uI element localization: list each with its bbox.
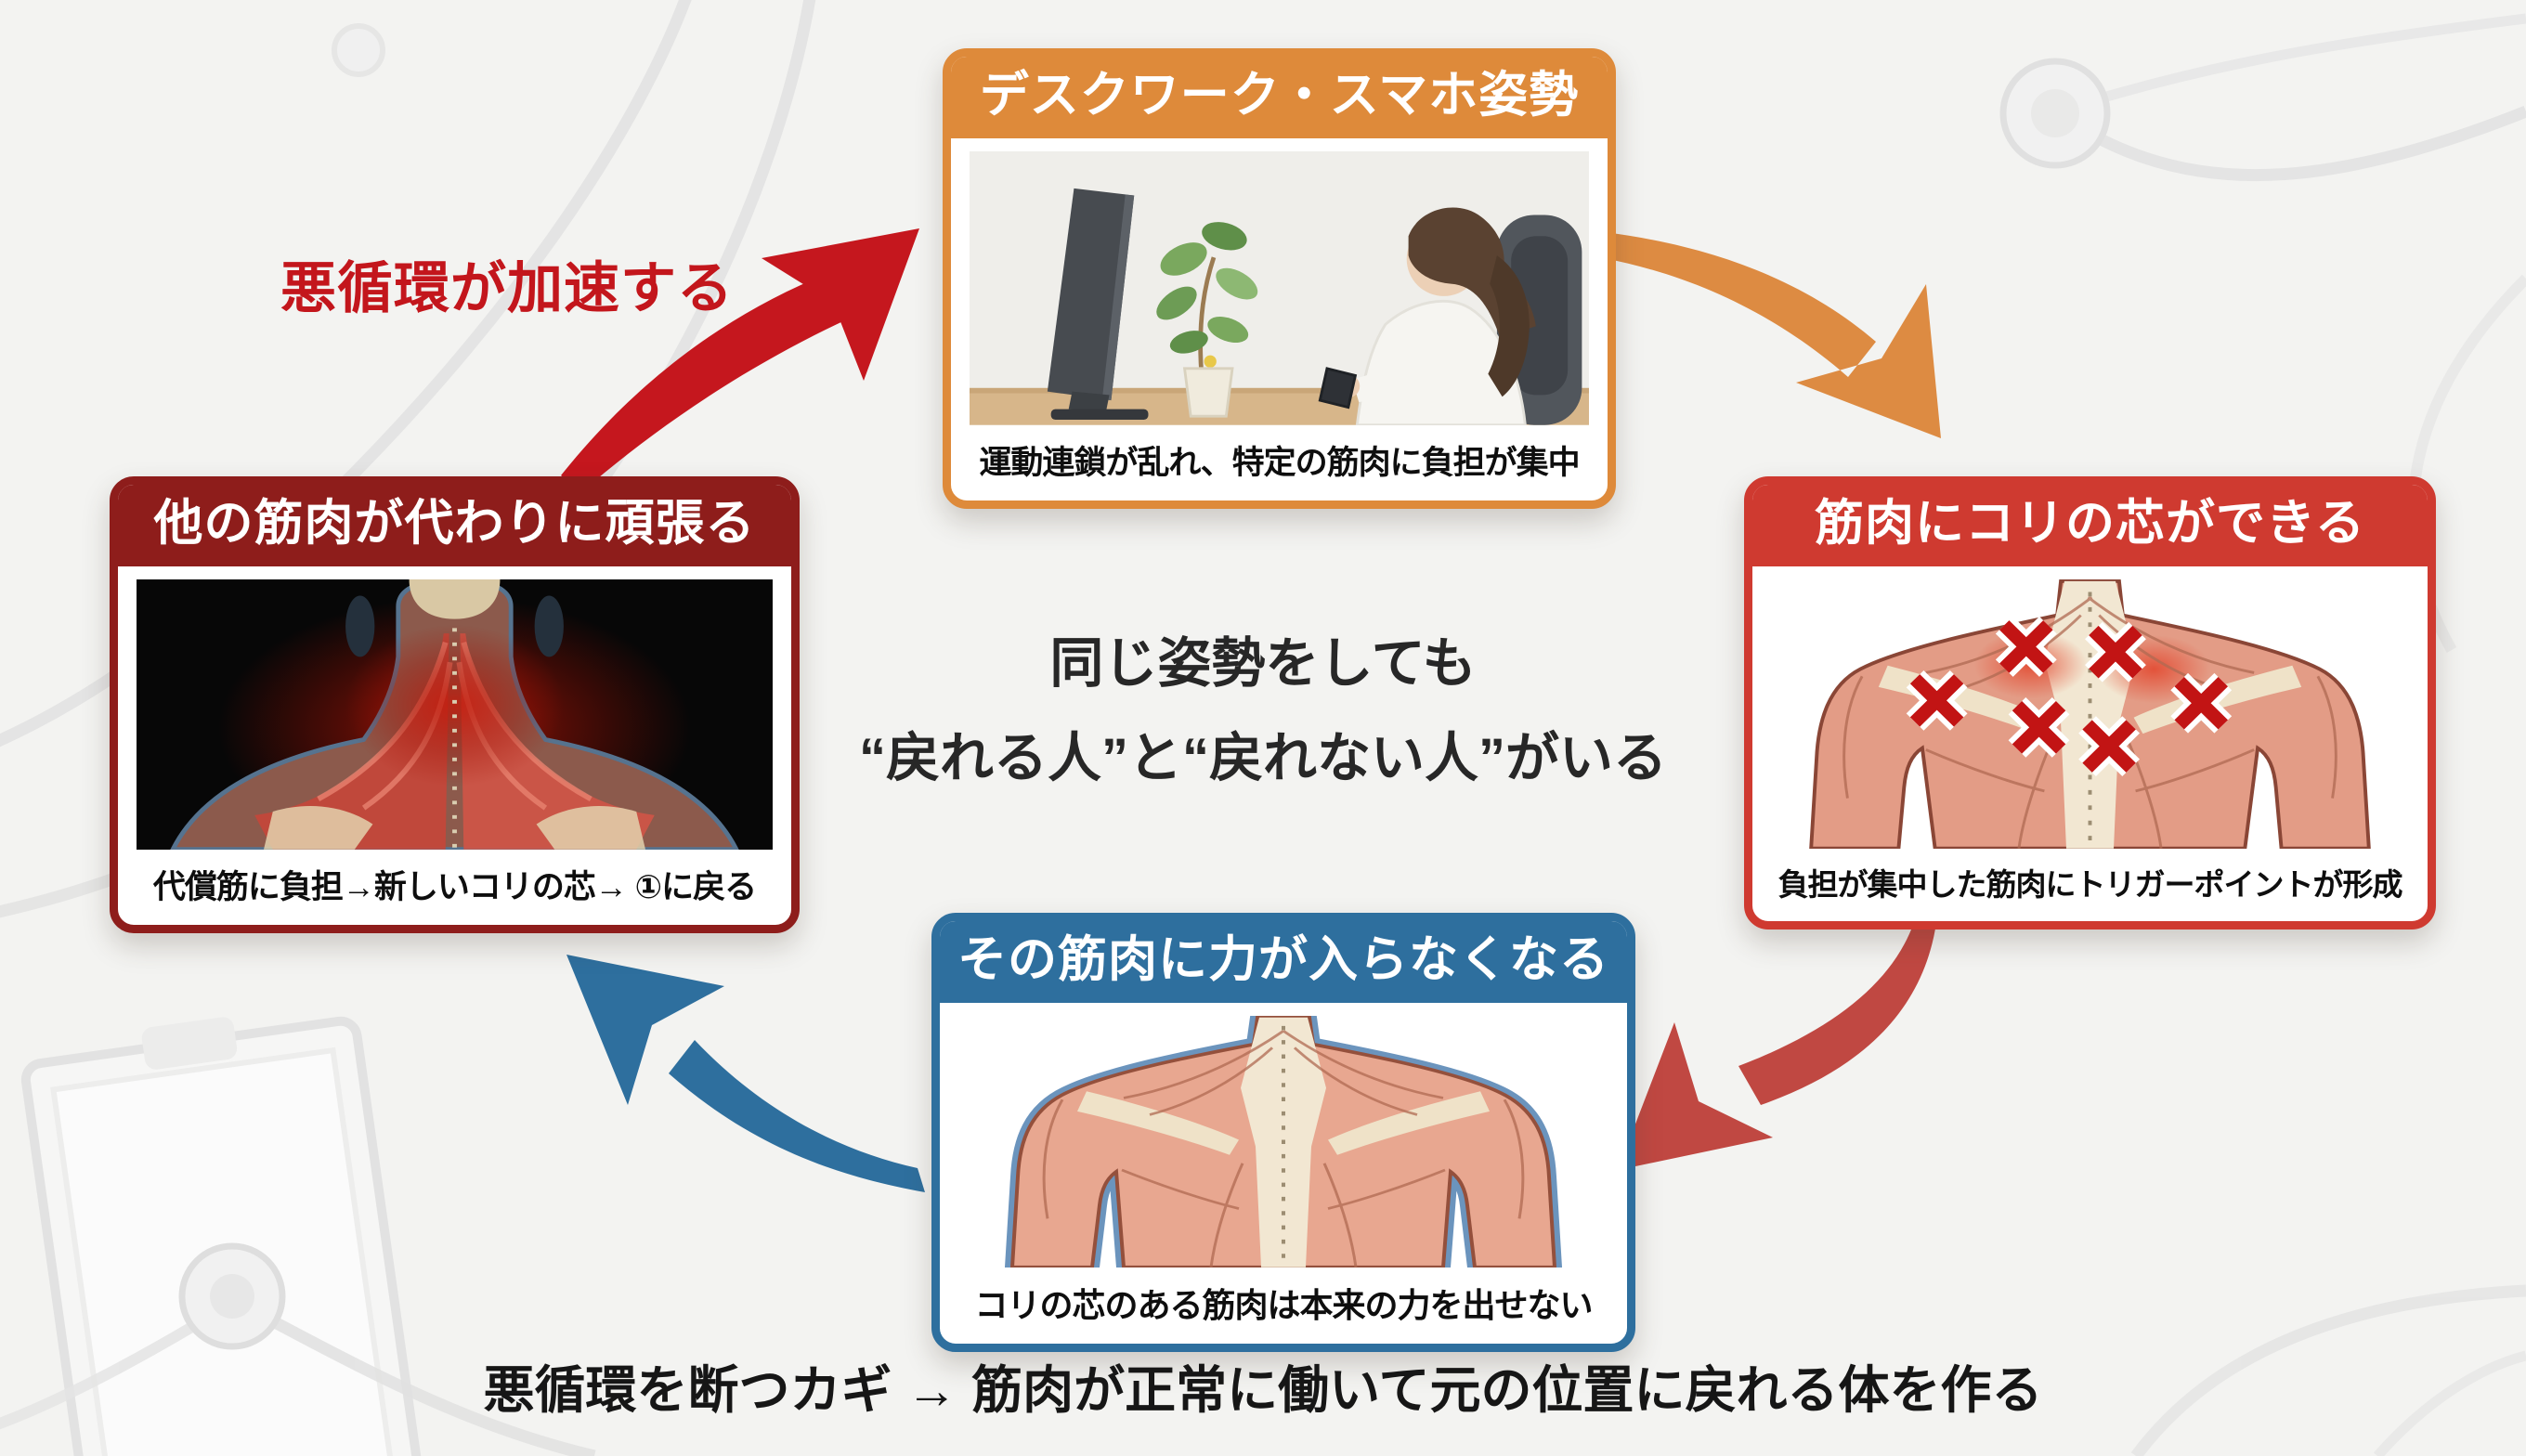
box-trigger-points: 筋肉にコリの芯ができる: [1744, 476, 2436, 930]
center-headline: 同じ姿勢をしても “戻れる人”と“戻れない人”がいる: [817, 617, 1709, 805]
arrow-bottom-to-left-icon: [566, 955, 925, 1192]
arrow-right-to-bottom-icon: [1618, 925, 1935, 1170]
box-compensation-caption: 代償筋に負担→新しいコリの芯→ ①に戻る: [152, 869, 757, 905]
arrow-top-to-right-icon: [1603, 232, 1941, 438]
box-trigger-points-header: 筋肉にコリの芯ができる: [1752, 485, 2428, 567]
back-muscles-trigger-points-illustration: [1771, 579, 2409, 849]
arrow-left-to-top-icon: [561, 228, 919, 492]
box-weak-muscle-header: その筋肉に力が入らなくなる: [940, 921, 1627, 1004]
stethoscope-bottom-left-icon: [0, 1242, 596, 1456]
box-desk-posture-header: デスクワーク・スマホ姿勢: [951, 57, 1608, 139]
bottom-key-note: 悪循環を断つカギ → 筋肉が正常に働いて元の位置に戻れる体を作る: [483, 1361, 2043, 1419]
box-compensation: 他の筋肉が代わりに頑張る: [110, 476, 800, 933]
box-compensation-title: 他の筋肉が代わりに頑張る: [153, 496, 756, 551]
box-desk-posture-title: デスクワーク・スマホ姿勢: [979, 68, 1580, 123]
box-trigger-points-caption: 負担が集中した筋肉にトリガーポイントが形成: [1777, 867, 2403, 902]
center-headline-line2: “戻れる人”と“戻れない人”がいる: [858, 727, 1667, 788]
box-weak-muscle: その筋肉に力が入らなくなる: [931, 913, 1635, 1352]
box-compensation-header: 他の筋肉が代わりに頑張る: [118, 485, 791, 567]
stethoscope-top-right-icon: [1999, 13, 2526, 653]
box-desk-posture: デスクワーク・スマホ姿勢: [943, 48, 1616, 509]
box-trigger-points-title: 筋肉にコリの芯ができる: [1815, 496, 2365, 551]
woman-desk-smartphone-photo: [970, 151, 1589, 425]
back-muscles-illustration: [958, 1016, 1608, 1268]
box-weak-muscle-caption: コリの芯のある筋肉は本来の力を出せない: [974, 1286, 1593, 1324]
box-desk-posture-caption: 運動連鎖が乱れ、特定の筋肉に負担が集中: [979, 445, 1580, 481]
cycle-accelerates-label: 悪循環が加速する: [280, 257, 734, 319]
neck-shoulder-overload-3d-render: [137, 579, 773, 850]
center-headline-line1: 同じ姿勢をしても: [1049, 633, 1477, 694]
stethoscope-bottom-right-icon: [2130, 1284, 2526, 1456]
box-weak-muscle-title: その筋肉に力が入らなくなる: [957, 932, 1609, 987]
